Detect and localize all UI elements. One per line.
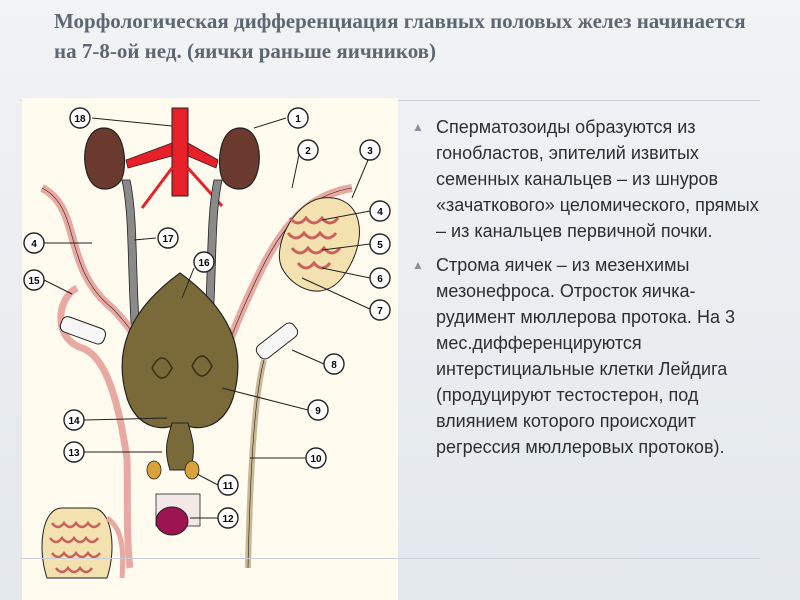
callout-2-label: 2 [305,146,311,157]
callout-17 [157,227,179,249]
callout-15 [23,269,45,291]
callout-7-label: 7 [377,306,383,317]
callout-4-left [23,232,45,254]
callout-4-left-label: 4 [31,239,37,250]
callout-6 [369,267,391,289]
lower-duct [105,515,126,579]
callout-14-label: 14 [68,416,80,427]
right-vas-outline [247,359,265,569]
bladder [121,272,239,429]
callout-15-label: 15 [28,276,40,287]
right-testis [278,197,360,292]
callout-8-label: 8 [331,360,337,371]
callout-5 [369,233,391,255]
seminiferous-tubules [286,215,342,270]
callout-10-label: 10 [310,454,322,465]
bullet-triangle-icon: ▲ [412,258,424,272]
renal-arteries [125,142,219,169]
slide-title: Морфологическая дифференциация главных п… [54,9,746,63]
bullet-text: Сперматозоиды образуются из гонобластов,… [436,117,759,241]
callout-11-label: 11 [223,481,234,492]
urogenital-diagram: 1 2 3 4 4 5 6 7 8 [23,107,391,579]
left-kidney [84,127,126,190]
callout-18 [69,107,91,129]
left-ureter [121,179,141,339]
callout-9-label: 9 [315,406,321,417]
callout-12-label: 12 [222,514,234,525]
callout-16-label: 16 [198,258,210,269]
callout-11 [217,474,239,496]
callout-7 [369,299,391,321]
left-bulbourethral-gland [146,460,162,480]
bullet-item: ▲ Сперматозоиды образуются из гонобласто… [410,114,760,244]
callout-4-right-label: 4 [377,207,383,218]
callout-18-label: 18 [74,114,86,125]
callout-13 [63,441,85,463]
lower-tubules [49,520,101,574]
callout-8 [323,353,345,375]
callout-16 [193,251,215,273]
bladder-folds [151,355,213,379]
bullet-text: Строма яичек – из мезенхимы мезонефроса.… [436,255,735,457]
lower-testis [41,507,113,579]
right-kidney [218,127,260,190]
right-vas-deferens [245,359,267,569]
callout-1-label: 1 [295,114,301,125]
callout-5-label: 5 [377,240,383,251]
left-appendix-cylinder [59,316,107,345]
callout-6-label: 6 [377,274,383,285]
callout-10 [305,447,327,469]
right-bulbourethral-gland [184,460,200,480]
footer-divider [20,558,760,559]
callout-2 [297,139,319,161]
callout-17-label: 17 [162,234,174,245]
callout-13-label: 13 [68,448,80,459]
bulb [155,506,189,536]
bullet-item: ▲ Строма яичек – из мезенхимы мезонефрос… [410,252,760,460]
callout-9 [307,399,329,421]
callout-3 [359,139,381,161]
right-appendix-cylinder [255,322,299,360]
callout-12 [217,507,239,529]
anatomy-figure: 1 2 3 4 4 5 6 7 8 [22,98,398,600]
aorta [171,107,189,197]
callout-14 [63,409,85,431]
callout-1 [287,107,309,129]
callout-4-right [369,200,391,222]
callout-3-label: 3 [367,146,373,157]
callouts: 1 2 3 4 4 5 6 7 8 [23,107,391,529]
bullet-list: ▲ Сперматозоиды образуются из гонобласто… [410,114,760,468]
bullet-triangle-icon: ▲ [412,120,424,134]
